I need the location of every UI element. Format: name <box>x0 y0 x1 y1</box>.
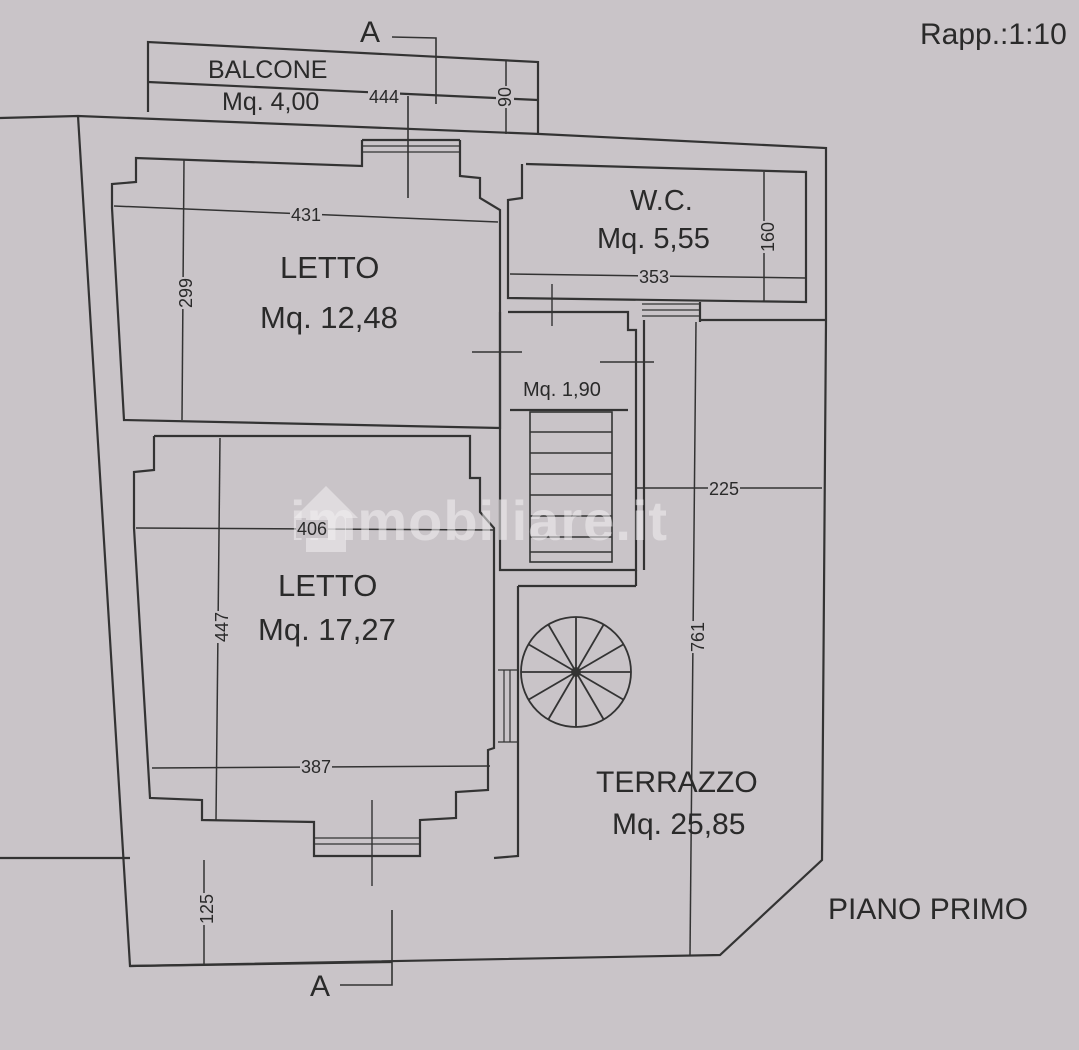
dim-terrazzo-width: 225 <box>708 479 741 499</box>
room-name-wc: W.C. <box>630 185 693 217</box>
section-line-top <box>391 36 437 198</box>
dim-letto2-width-bottom: 387 <box>300 757 333 777</box>
dim-front-depth: 125 <box>197 892 218 926</box>
dim-wc-depth: 160 <box>758 220 779 254</box>
dim-letto1-depth: 299 <box>176 276 197 310</box>
stair-hall-walls <box>498 284 654 572</box>
room-area-letto-2: Mq. 17,27 <box>258 612 396 647</box>
dim-letto2-width-top: 406 <box>296 519 329 539</box>
section-marker-top: A <box>360 16 381 49</box>
watermark-text: immobiliare.it <box>290 489 669 552</box>
room-name-balcone: BALCONE <box>208 56 328 84</box>
floor-title: PIANO PRIMO <box>828 893 1029 926</box>
dim-balcone-width: 444 <box>368 87 401 107</box>
room-area-wc: Mq. 5,55 <box>597 223 710 255</box>
room-name-terrazzo: TERRAZZO <box>596 766 758 799</box>
scale-label: Rapp.:1:10 <box>920 18 1067 51</box>
outer-walls <box>0 114 828 968</box>
dim-letto2-depth: 447 <box>212 610 233 644</box>
section-line-bottom <box>340 910 393 986</box>
dim-terrazzo-depth: 761 <box>688 620 709 654</box>
section-marker-bottom: A <box>310 970 331 1003</box>
room-area-letto-1: Mq. 12,48 <box>260 300 398 335</box>
room-name-letto-1: LETTO <box>280 250 380 285</box>
dim-letto1-width: 431 <box>290 205 323 225</box>
dim-balcone-depth: 90 <box>495 85 516 109</box>
dim-wc-width: 353 <box>638 267 671 287</box>
terrazzo-dimensions <box>636 321 822 956</box>
room-name-letto-2: LETTO <box>278 568 378 603</box>
spiral-stair-icon <box>520 616 632 728</box>
room-area-terrazzo: Mq. 25,85 <box>612 808 746 841</box>
room-area-disimpegno: Mq. 1,90 <box>523 379 601 401</box>
room-area-balcone: Mq. 4,00 <box>222 88 320 116</box>
